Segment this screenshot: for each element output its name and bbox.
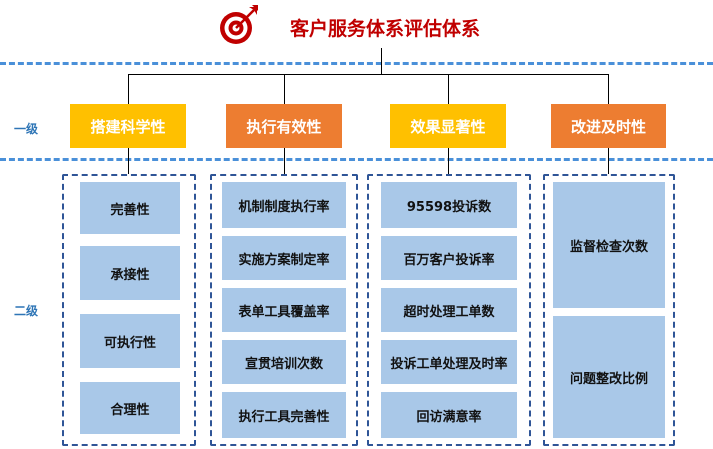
item-complaint-rate: 百万客户投诉率 [381, 236, 517, 280]
item-inspection-count: 监督检查次数 [553, 182, 665, 308]
level-two-label: 二级 [14, 304, 39, 318]
connector-down [448, 148, 449, 174]
group-effective-execution: 机制制度执行率 实施方案制定率 表单工具覆盖率 宣贯培训次数 执行工具完善性 [210, 174, 358, 446]
item-executability: 可执行性 [80, 314, 180, 368]
top-divider [0, 62, 713, 65]
category-scientific: 搭建科学性 [70, 104, 186, 148]
category-timely-improvement: 改进及时性 [551, 104, 666, 148]
item-overdue-orders: 超时处理工单数 [381, 288, 517, 332]
item-inheritance: 承接性 [80, 246, 180, 300]
middle-divider [0, 158, 713, 161]
group-scientific: 完善性 承接性 可执行性 合理性 [62, 174, 196, 446]
connector-drop [128, 74, 129, 104]
target-icon [220, 5, 258, 44]
group-significant-effect: 95598投诉数 百万客户投诉率 超时处理工单数 投诉工单处理及时率 回访满意率 [367, 174, 531, 446]
item-rectification-ratio: 问题整改比例 [553, 316, 665, 438]
level-one-label: 一级 [14, 122, 39, 136]
connector-bar [128, 74, 608, 75]
page-title: 客户服务体系评估体系 [290, 18, 481, 40]
connector-drop [608, 74, 609, 104]
item-mechanism-rate: 机制制度执行率 [222, 182, 346, 228]
category-significant-effect: 效果显著性 [390, 104, 506, 148]
item-satisfaction-rate: 回访满意率 [381, 392, 517, 438]
item-form-coverage: 表单工具覆盖率 [222, 288, 346, 332]
connector-down [128, 148, 129, 174]
item-rationality: 合理性 [80, 382, 180, 434]
item-tool-completeness: 执行工具完善性 [222, 392, 346, 438]
connector-drop [448, 74, 449, 104]
item-training-count: 宣贯培训次数 [222, 340, 346, 384]
item-plan-rate: 实施方案制定率 [222, 236, 346, 280]
item-timely-rate: 投诉工单处理及时率 [381, 340, 517, 384]
category-effective-execution: 执行有效性 [226, 104, 342, 148]
connector-drop [284, 74, 285, 104]
item-completeness: 完善性 [80, 182, 180, 234]
connector-trunk [381, 48, 382, 74]
connector-down [608, 148, 609, 174]
connector-down [284, 148, 285, 174]
group-timely-improvement: 监督检查次数 问题整改比例 [543, 174, 675, 446]
item-complaint-count: 95598投诉数 [381, 182, 517, 228]
